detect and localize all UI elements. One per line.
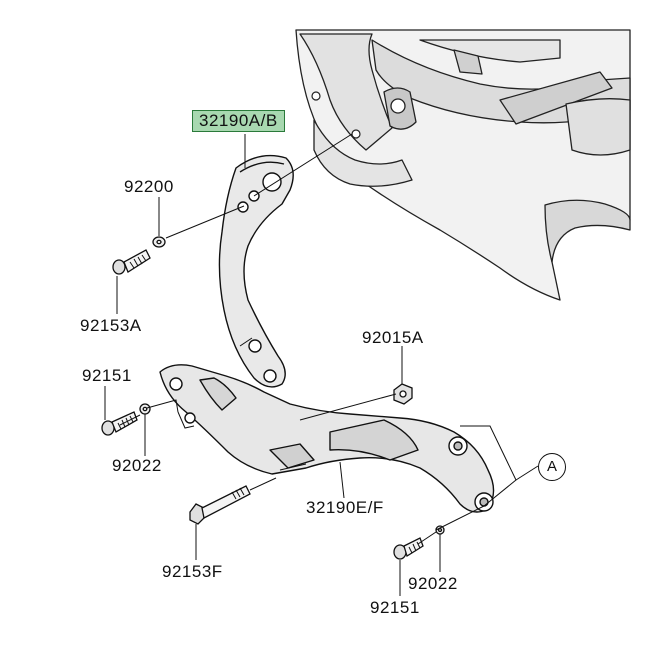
label-32190ab[interactable]: 32190A/B (192, 110, 285, 132)
label-92015a[interactable]: 92015A (362, 328, 424, 347)
bolt-92153a (112, 249, 151, 275)
bolt-92151-left (101, 411, 138, 436)
label-92153a[interactable]: 92153A (80, 316, 142, 335)
label-32190ef[interactable]: 32190E/F (306, 498, 384, 517)
bolt-92153f (189, 485, 251, 525)
label-92022-right[interactable]: 92022 (408, 574, 458, 593)
washer-92022-left (139, 403, 151, 415)
label-92151-right[interactable]: 92151 (370, 598, 420, 617)
footrest-plate-32190ef (159, 364, 495, 513)
label-92200[interactable]: 92200 (124, 177, 174, 196)
label-92022-left[interactable]: 92022 (112, 456, 162, 475)
assembly-lines (119, 133, 539, 545)
label-92151-left[interactable]: 92151 (82, 366, 132, 385)
frame-illustration (295, 29, 631, 301)
leader-lines (104, 134, 441, 596)
washer-92200 (152, 236, 166, 248)
nut-92015a (393, 383, 413, 405)
label-92153f[interactable]: 92153F (162, 562, 223, 581)
bracket-32190ab (218, 154, 294, 388)
washer-92022-right (435, 525, 445, 535)
callout-a: A (538, 453, 566, 481)
bolt-92151-right (393, 537, 424, 560)
